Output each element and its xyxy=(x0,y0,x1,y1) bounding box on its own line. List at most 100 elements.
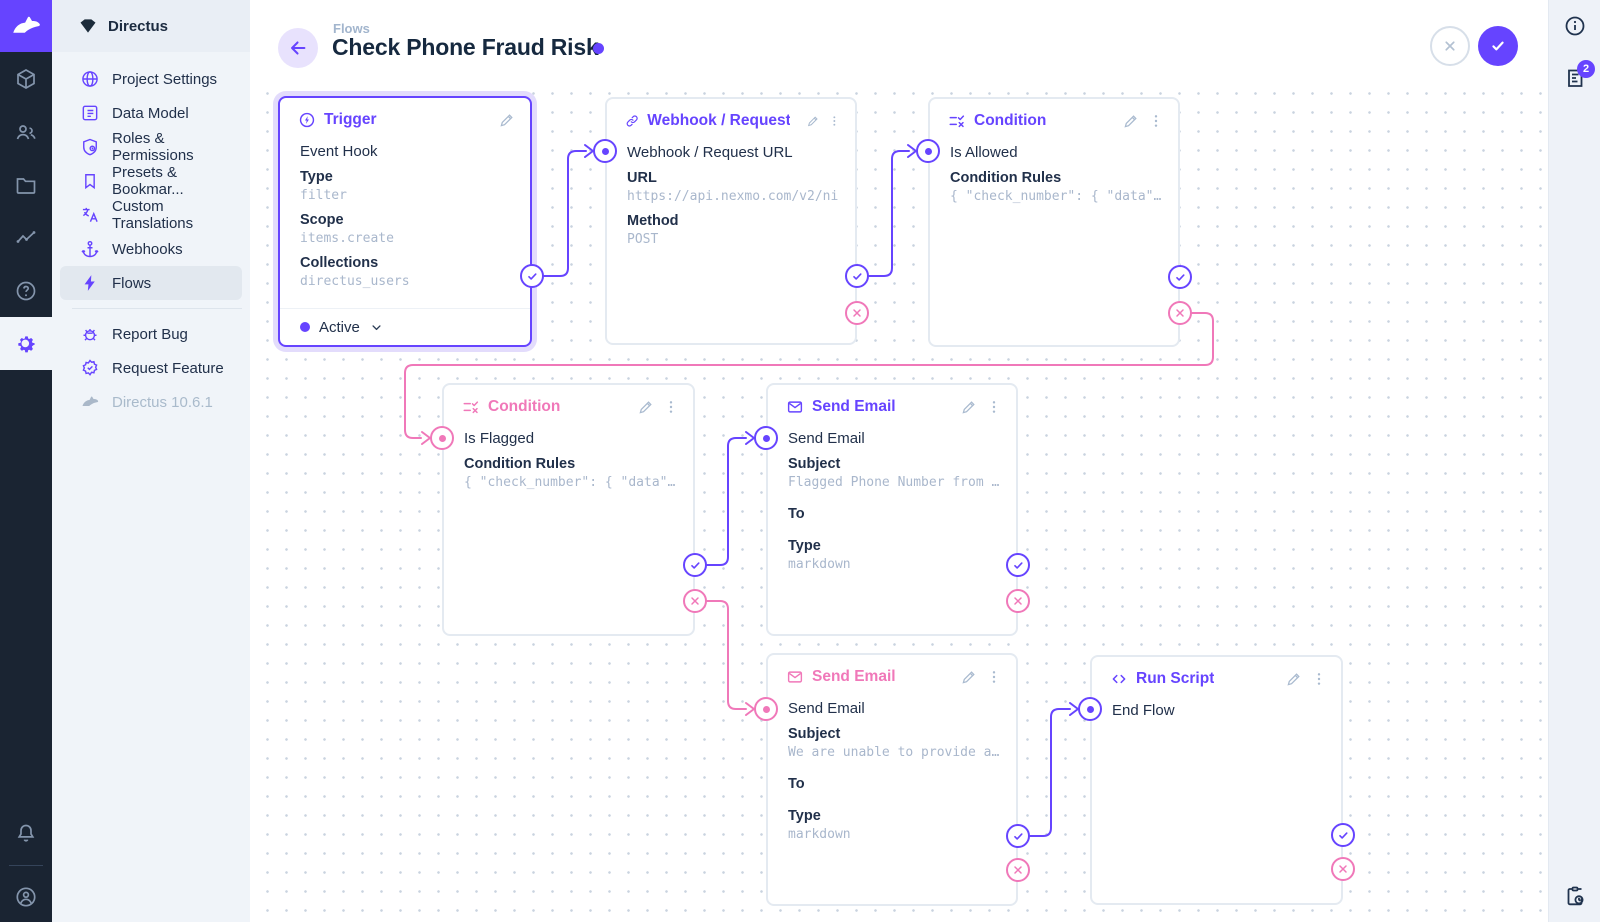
bolt-circle-icon xyxy=(299,112,315,128)
reject-handle[interactable] xyxy=(1006,858,1030,882)
resolve-handle[interactable] xyxy=(1331,823,1355,847)
reject-handle[interactable] xyxy=(1006,589,1030,613)
unsaved-dot xyxy=(593,43,604,54)
user-menu[interactable] xyxy=(0,872,52,922)
kebab-menu-icon[interactable] xyxy=(1148,113,1164,129)
bug-icon xyxy=(80,324,100,344)
resolve-handle[interactable] xyxy=(520,264,544,288)
module-settings[interactable] xyxy=(0,317,52,370)
anchor-icon xyxy=(80,239,100,259)
module-bar xyxy=(0,0,52,922)
bolt-icon xyxy=(80,273,100,293)
page-title: Check Phone Fraud Risk xyxy=(332,34,599,60)
resolve-handle[interactable] xyxy=(1006,553,1030,577)
field-value: filter xyxy=(300,188,347,203)
module-insights[interactable] xyxy=(0,211,52,264)
kebab-menu-icon[interactable] xyxy=(663,399,679,415)
edit-pencil-icon[interactable] xyxy=(806,112,820,130)
sidebar-item-label: Request Feature xyxy=(112,359,224,377)
edit-pencil-icon[interactable] xyxy=(960,668,978,686)
send-email-flagged-panel[interactable]: Send Email Send Email Subject Flagged Ph… xyxy=(766,383,1018,636)
mail-icon xyxy=(787,671,803,683)
kebab-menu-icon[interactable] xyxy=(1311,671,1327,687)
edit-pencil-icon[interactable] xyxy=(637,398,655,416)
sidebar-item-webhooks[interactable]: Webhooks xyxy=(60,232,242,266)
field-value: markdown xyxy=(788,557,851,572)
field-label: Type xyxy=(300,169,333,185)
input-handle[interactable] xyxy=(916,139,940,163)
field-label: Method xyxy=(627,213,679,229)
feature-icon xyxy=(80,358,100,378)
resolve-handle[interactable] xyxy=(1168,265,1192,289)
close-icon xyxy=(1445,41,1455,51)
arrow-left-icon xyxy=(291,41,306,55)
operation-name: Webhook / Request URL xyxy=(627,144,793,161)
reject-handle[interactable] xyxy=(1168,301,1192,325)
trigger-name: Event Hook xyxy=(300,143,378,160)
info-button[interactable] xyxy=(1549,0,1600,52)
field-label: Condition Rules xyxy=(464,456,576,472)
resolve-handle[interactable] xyxy=(1006,824,1030,848)
input-handle[interactable] xyxy=(1078,697,1102,721)
input-handle[interactable] xyxy=(754,697,778,721)
edit-pencil-icon[interactable] xyxy=(1122,112,1140,130)
reject-handle[interactable] xyxy=(1331,857,1355,881)
field-label: Subject xyxy=(788,456,841,472)
sidebar-item-data-model[interactable]: Data Model xyxy=(60,96,242,130)
revisions-button[interactable] xyxy=(1549,870,1600,922)
kebab-menu-icon[interactable] xyxy=(828,113,841,129)
reject-handle[interactable] xyxy=(845,301,869,325)
discard-button[interactable] xyxy=(1430,26,1470,66)
mail-icon xyxy=(787,401,803,413)
condition-flagged-panel[interactable]: Condition Is Flagged Condition Rules { "… xyxy=(442,383,695,636)
edit-pencil-icon[interactable] xyxy=(1285,670,1303,688)
kebab-menu-icon[interactable] xyxy=(986,399,1002,415)
send-email-unable-panel[interactable]: Send Email Send Email Subject We are una… xyxy=(766,653,1018,906)
breadcrumb[interactable]: Flows xyxy=(333,21,370,36)
people-icon xyxy=(16,124,36,139)
input-handle[interactable] xyxy=(430,426,454,450)
webhook-panel[interactable]: Webhook / Request URL Webhook / Request … xyxy=(605,97,857,345)
field-label: Subject xyxy=(788,726,841,742)
resolve-handle[interactable] xyxy=(683,553,707,577)
module-content[interactable] xyxy=(0,52,52,105)
input-handle[interactable] xyxy=(754,426,778,450)
sidebar-item-roles-permissions[interactable]: Roles & Permissions xyxy=(60,130,242,164)
operation-name: Send Email xyxy=(788,700,865,717)
sidebar-item-label: Project Settings xyxy=(112,70,218,88)
sidebar-item-flows[interactable]: Flows xyxy=(60,266,242,300)
field-label: To xyxy=(788,506,805,522)
sidebar-item-custom-translations[interactable]: Custom Translations xyxy=(60,198,242,232)
rule-icon xyxy=(949,115,965,128)
sidebar-item-report-bug[interactable]: Report Bug xyxy=(60,317,242,351)
operation-name: Send Email xyxy=(788,430,865,447)
reject-handle[interactable] xyxy=(683,589,707,613)
input-handle[interactable] xyxy=(593,139,617,163)
bookmark-icon xyxy=(80,171,100,191)
run-script-panel[interactable]: Run Script End Flow xyxy=(1090,655,1343,905)
notifications-button[interactable]: 2 xyxy=(1549,52,1600,104)
back-button[interactable] xyxy=(278,28,318,68)
sidebar-item-project-settings[interactable]: Project Settings xyxy=(60,62,242,96)
kebab-menu-icon[interactable] xyxy=(986,669,1002,685)
resolve-handle[interactable] xyxy=(845,264,869,288)
edit-pencil-icon[interactable] xyxy=(960,398,978,416)
condition-allowed-panel[interactable]: Condition Is Allowed Condition Rules { "… xyxy=(928,97,1180,347)
directus-logo[interactable] xyxy=(0,0,52,52)
field-value: directus_users xyxy=(300,274,410,289)
field-value: We are unable to provide a… xyxy=(788,745,1000,760)
save-button[interactable] xyxy=(1478,26,1518,66)
flow-status-dropdown[interactable]: Active xyxy=(280,308,530,345)
module-help[interactable] xyxy=(0,264,52,317)
project-header[interactable]: Directus xyxy=(52,0,250,52)
edit-pencil-icon[interactable] xyxy=(498,111,516,129)
info-icon xyxy=(1565,16,1585,36)
sidebar-item-request-feature[interactable]: Request Feature xyxy=(60,351,242,385)
trigger-panel[interactable]: Trigger Event Hook Type filter Scope ite… xyxy=(278,96,532,347)
panel-title: Run Script xyxy=(1136,670,1215,687)
notifications-bell[interactable] xyxy=(0,806,52,859)
field-value: { "check_number": { "data"… xyxy=(464,475,676,490)
module-users[interactable] xyxy=(0,105,52,158)
sidebar-item-presets-bookmarks[interactable]: Presets & Bookmar... xyxy=(60,164,242,198)
module-files[interactable] xyxy=(0,158,52,211)
